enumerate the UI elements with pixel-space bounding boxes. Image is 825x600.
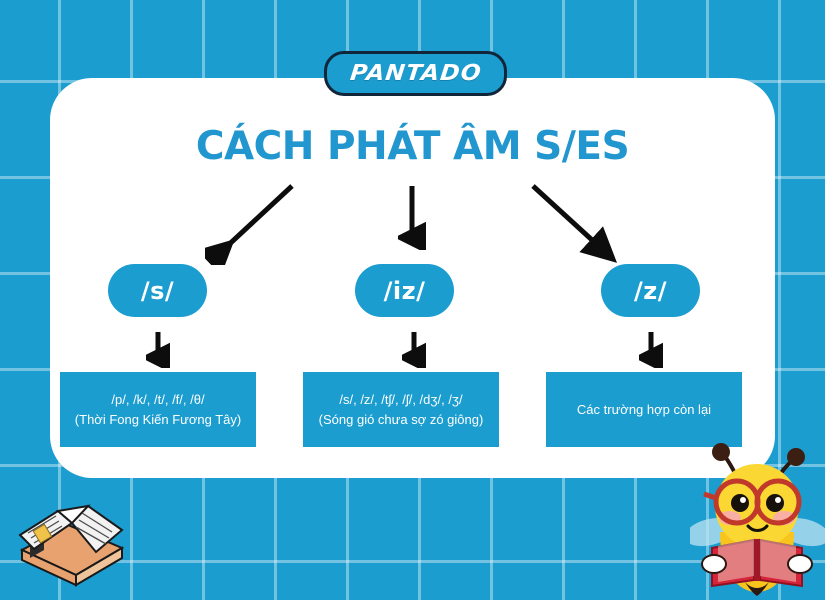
pronunciation-badge-z[interactable]: /z/ [601,264,700,317]
pronunciation-badge-s[interactable]: /s/ [108,264,207,317]
bee-mascot [690,443,825,596]
badge-label: /z/ [634,276,667,305]
pronunciation-badge-iz[interactable]: /iz/ [355,264,454,317]
rule-mnemonic: (Sóng gió chưa sợ zó giông) [318,411,484,427]
page-title: CÁCH PHÁT ÂM S/ES [195,124,630,169]
rule-phonemes: Các trường hợp còn lại [576,401,712,417]
connector-arrow-down-icon [146,332,170,368]
rule-box-z: Các trường hợp còn lại [546,372,742,447]
badge-label: /s/ [140,276,175,305]
pantado-logo[interactable]: PANTADO [324,51,507,96]
rule-box-iz: /s/, /z/, /tʃ/, /ʃ/, /dʒ/, /ʒ/ (Sóng gió… [303,372,499,447]
books-illustration [18,504,125,587]
badge-label: /iz/ [383,276,426,305]
connector-arrow-down-icon [402,332,426,368]
rule-phonemes: /p/, /k/, /t/, /f/, /θ/ [111,391,205,407]
rule-box-s: /p/, /k/, /t/, /f/, /θ/ (Thời Fong Kiến … [60,372,256,447]
arrow-down-icon [398,186,426,250]
logo-text: PANTADO [348,61,483,86]
arrow-down-left-icon [205,184,294,265]
connector-arrow-down-icon [639,332,663,368]
rule-phonemes: /s/, /z/, /tʃ/, /ʃ/, /dʒ/, /ʒ/ [339,391,463,407]
arrow-down-right-icon [531,184,618,263]
rule-mnemonic: (Thời Fong Kiến Fương Tây) [74,411,242,427]
